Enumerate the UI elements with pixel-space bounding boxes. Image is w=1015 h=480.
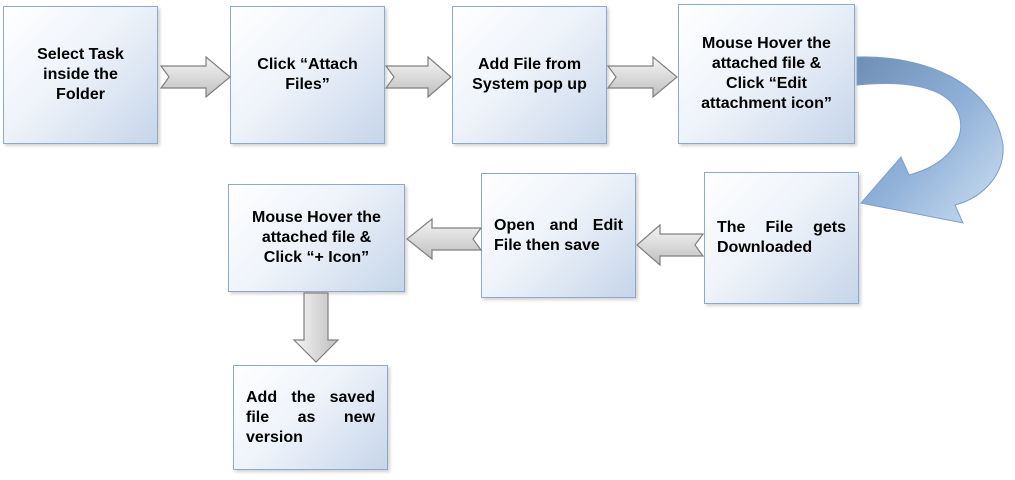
left-arrow-icon xyxy=(406,217,483,261)
down-arrow-icon xyxy=(292,292,340,363)
right-arrow-icon xyxy=(159,55,231,99)
left-arrow-icon xyxy=(636,223,705,267)
step-box-select-task: Select Task inside the Folder xyxy=(3,6,158,144)
step-box-file-downloaded: The File gets Downloaded xyxy=(704,172,859,304)
step-label: Add the saved file as new version xyxy=(246,388,375,446)
step-box-add-file: Add File from System pop up xyxy=(452,6,607,144)
right-arrow-icon xyxy=(384,55,452,99)
step-box-click-attach-files: Click “Attach Files” xyxy=(230,6,385,144)
right-arrow-icon xyxy=(606,55,678,99)
step-label: Select Task inside the Folder xyxy=(37,46,124,103)
step-label: Mouse Hover the attached file & Click “+… xyxy=(252,209,381,266)
step-box-mouse-hover-plus: Mouse Hover the attached file & Click “+… xyxy=(228,184,405,292)
step-label: Click “Attach Files” xyxy=(257,56,358,93)
step-box-mouse-hover-edit: Mouse Hover the attached file & Click “E… xyxy=(678,4,855,144)
step-label: Mouse Hover the attached file & Click “E… xyxy=(701,35,832,112)
step-label: Open and Edit File then save xyxy=(494,216,623,254)
step-label: Add File from System pop up xyxy=(472,56,587,93)
curved-arrow-icon xyxy=(856,56,1004,224)
step-box-add-saved-version: Add the saved file as new version xyxy=(233,365,388,470)
step-label: The File gets Downloaded xyxy=(717,219,846,256)
step-box-open-edit-save: Open and Edit File then save xyxy=(481,173,636,298)
